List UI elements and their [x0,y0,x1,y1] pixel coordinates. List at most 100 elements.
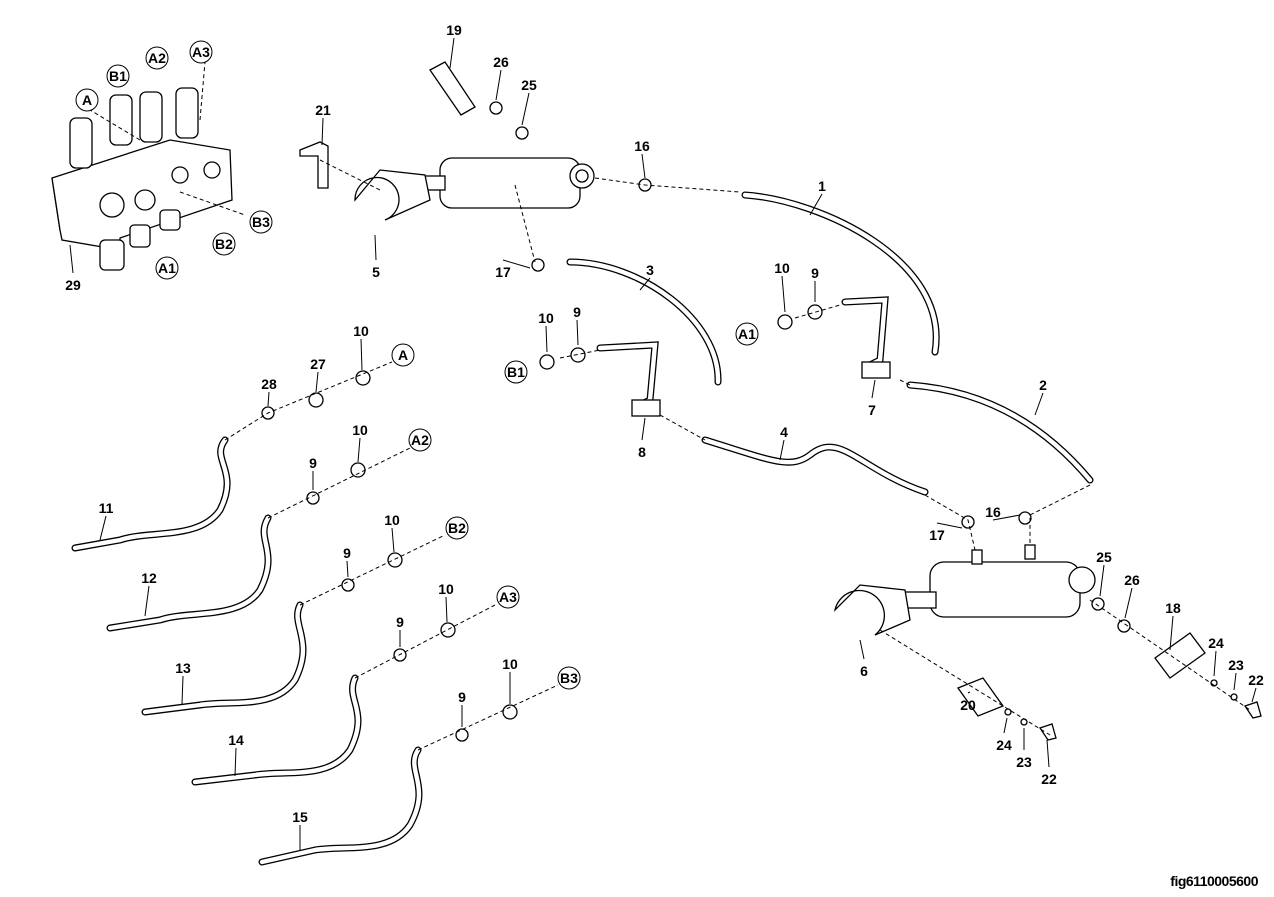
leader-line [1124,587,1133,619]
callout-text: B2 [448,520,466,536]
leader-line [321,117,324,146]
port-callout-a1: A1 [155,256,179,280]
leader-line [1169,615,1174,651]
callout-text: 9 [811,265,819,281]
port-callout-b3: B3 [249,210,273,234]
leader-line [502,259,531,269]
callout-circle [189,40,213,64]
part-number-callout: 10 [353,323,369,371]
valve-block-29 [51,87,233,271]
part-number-callout: 11 [99,500,114,541]
hoses [71,191,1094,866]
callout-text: 26 [493,54,509,70]
callout-circle [212,232,236,256]
part-number-callout: 9 [396,614,404,647]
callout-text: 23 [1016,754,1032,770]
callout-text: 2 [1039,377,1047,393]
leader-line [234,747,237,777]
cylinder-5 [299,61,595,221]
part-number-callout: 10 [384,512,400,553]
part-number-callout: 3 [639,262,654,291]
part-number-callout: 22 [1041,739,1057,787]
callout-text: 14 [228,732,244,748]
leader-line [1003,717,1008,734]
part-number-callout: 10 [774,260,790,313]
callout-text: B1 [109,68,127,84]
callout-text: 9 [396,614,404,630]
part-number-callout: 16 [985,504,1021,521]
part-number-callout: 5 [372,234,380,280]
callout-circle [249,210,273,234]
callout-circle [391,343,415,367]
port-callout-a2: A2 [408,428,432,452]
callout-text: B2 [215,236,233,252]
callout-circle [735,322,759,346]
part-number-callout: 25 [521,77,537,126]
callout-text: A [82,92,92,108]
callout-text: 20 [960,697,976,713]
leader-line [639,277,651,291]
leader-line [859,639,865,660]
part-number-callout: 10 [438,581,454,623]
port-callout-b3: B3 [557,666,581,690]
callout-text: 7 [868,402,876,418]
part-number-callout: 26 [493,54,509,101]
callout-text: 10 [438,581,454,597]
callout-text: 9 [573,304,581,320]
callout-circle [75,88,99,112]
leader-line [181,675,184,705]
callout-circle [445,516,469,540]
callout-text: B3 [252,214,270,230]
port-callout-b1: B1 [106,64,130,88]
leader-line [449,37,455,69]
callout-text: 28 [261,376,277,392]
leader-line [1233,672,1237,691]
callout-circle [145,46,169,70]
part-number-callout: 10 [538,310,554,353]
leader-line [267,391,270,407]
callout-text: 10 [774,260,790,276]
callout-text: 26 [1124,572,1140,588]
callout-text: 16 [985,504,1001,520]
fittings [261,178,1032,742]
cylinder-6 [833,544,1262,741]
part-number-callout: 24 [1208,635,1224,677]
part-number-callout: 15 [292,809,308,850]
part-number-callout: 2 [1034,377,1047,416]
part-number-callout: 22 [1248,672,1264,703]
part-number-callout: 28 [261,376,277,407]
port-callout-a: A [391,343,415,367]
part-number-callout: 13 [175,660,191,705]
part-number-callout: 4 [779,424,788,461]
callout-text: 22 [1041,771,1057,787]
leader-line [360,338,363,371]
part-number-callout: 12 [141,570,157,617]
callout-text: 10 [384,512,400,528]
part-number-callout: 17 [929,522,963,543]
port-callout-b2: B2 [445,516,469,540]
part-number-callout: 24 [996,717,1012,753]
callout-circle [408,428,432,452]
leader-line [374,234,377,261]
callout-text: 10 [538,310,554,326]
callout-text: A1 [158,260,176,276]
callout-circle [106,64,130,88]
leader-line [809,193,823,216]
port-callout-a3: A3 [189,40,213,64]
figure-id: fig6110005600 [1170,873,1258,889]
callout-circle [504,360,528,384]
part-number-callout: 18 [1165,600,1181,651]
callout-text: 16 [634,138,650,154]
callout-text: A1 [738,326,756,342]
callout-text: A3 [499,589,517,605]
callout-text: 1 [818,178,826,194]
port-callout-b1: B1 [504,360,528,384]
leader-line [495,69,502,101]
port-callout-a2: A2 [145,46,169,70]
port-callout-a3: A3 [496,585,520,609]
callout-text: 10 [353,323,369,339]
callout-text: 25 [1096,549,1112,565]
leader-line [1213,650,1217,677]
